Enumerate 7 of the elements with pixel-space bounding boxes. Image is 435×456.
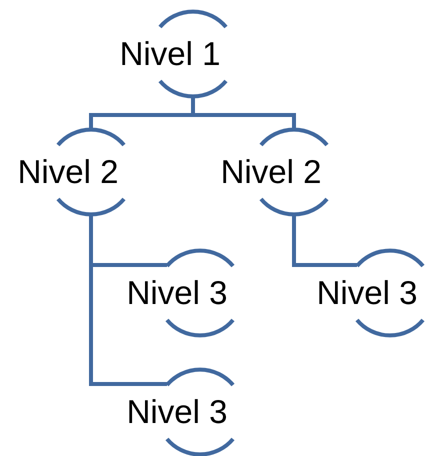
node-label: Nivel 2	[16, 153, 120, 191]
node-label: Nivel 2	[220, 153, 322, 191]
connector-line	[292, 215, 357, 267]
node-label: Nivel 3	[126, 393, 228, 431]
node-label: Nivel 3	[126, 274, 228, 312]
node-label: Nivel 3	[316, 274, 418, 312]
node-label: Nivel 1	[118, 35, 222, 73]
